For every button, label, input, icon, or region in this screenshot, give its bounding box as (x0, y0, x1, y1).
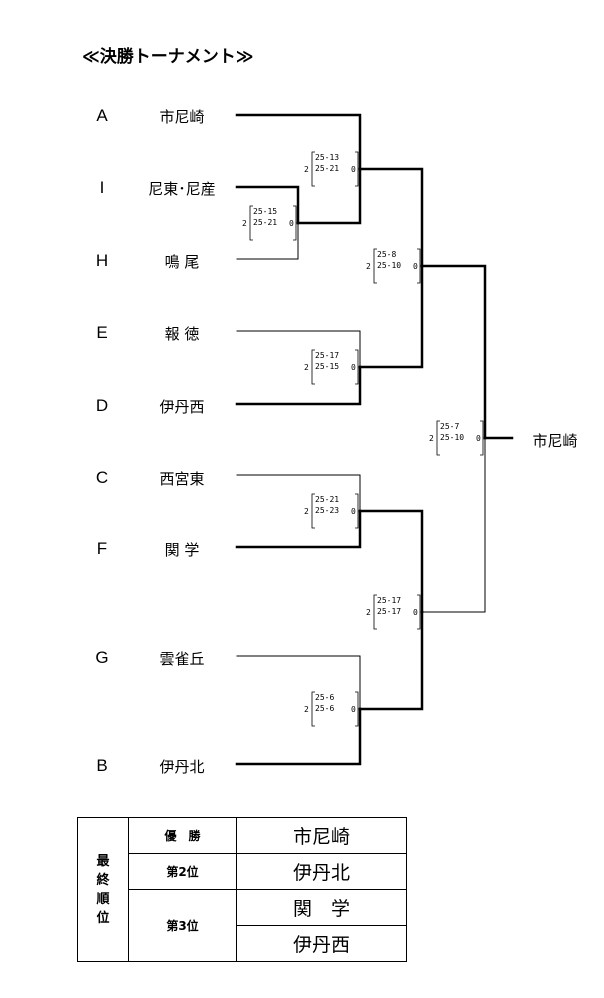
right-sets: 0 (351, 165, 356, 174)
left-sets: 2 (304, 363, 309, 372)
bracket-line (236, 330, 361, 368)
seed-letter: G (95, 648, 109, 667)
score-bracket (311, 493, 359, 529)
match-score-box: 2 25-17 25-17 0 (366, 594, 421, 630)
bracket-line (235, 365, 362, 406)
match-score-box: 2 25-7 25-10 0 (429, 420, 484, 456)
right-sets: 0 (476, 434, 481, 443)
right-sets: 0 (289, 219, 294, 228)
team-name: 尼東･尼産 (148, 180, 216, 198)
set-score: 25-15 (315, 362, 339, 371)
ranking-team: 伊丹西 (236, 925, 407, 962)
ranking-row: 伊丹西 (78, 925, 407, 962)
bracket-line (358, 167, 424, 268)
set-score: 25-21 (315, 495, 339, 504)
match-score-box: 2 25-13 25-21 0 (304, 151, 359, 187)
score-bracket (373, 248, 421, 284)
seed-letter: H (95, 251, 109, 270)
score-bracket (249, 205, 297, 241)
final-ranking-table: 最終順位 優 勝 市尼崎 第2位 伊丹北 第3位 関 学 伊丹西 (77, 817, 407, 962)
set-score: 25-10 (377, 261, 401, 270)
match-score-box: 2 25-21 25-23 0 (304, 493, 359, 529)
score-bracket (311, 691, 359, 727)
bracket-line (235, 707, 362, 766)
seed-letter: D (95, 396, 109, 415)
team-name: 西宮東 (159, 470, 205, 488)
seed-letter: A (96, 106, 108, 125)
match-score-box: 2 25-8 25-10 0 (366, 248, 421, 284)
bracket-line (236, 474, 361, 512)
bracket-line (235, 509, 362, 549)
left-sets: 2 (304, 507, 309, 516)
set-score: 25-10 (440, 433, 464, 442)
set-score: 25-21 (253, 218, 277, 227)
left-sets: 2 (429, 434, 434, 443)
score-bracket (311, 151, 359, 187)
seed-letter: B (96, 756, 108, 775)
bracket-line (296, 167, 362, 225)
bracket-line (236, 222, 299, 260)
team-name: 鳴 尾 (164, 253, 200, 271)
set-score: 25-21 (315, 164, 339, 173)
right-sets: 0 (413, 262, 418, 271)
ranking-position: 第2位 (128, 853, 237, 890)
left-sets: 2 (366, 608, 371, 617)
bracket-line (236, 655, 361, 710)
page-title: ≪決勝トーナメント≫ (82, 47, 254, 67)
bracket-line (420, 264, 487, 440)
left-sets: 2 (366, 262, 371, 271)
champion-name: 市尼崎 (532, 432, 578, 450)
ranking-team: 関 学 (236, 889, 407, 926)
team-name: 伊丹西 (159, 398, 205, 416)
bracket-line (358, 509, 424, 614)
set-score: 25-17 (377, 596, 401, 605)
ranking-position: 優 勝 (128, 817, 237, 854)
set-score: 25-17 (315, 351, 339, 360)
seed-letter: E (96, 323, 108, 342)
left-sets: 2 (304, 165, 309, 174)
team-name: 雲雀丘 (159, 650, 205, 668)
seed-letter: F (96, 539, 108, 558)
bracket-line (421, 437, 486, 613)
bracket-line (235, 113, 362, 171)
bracket-line (358, 264, 424, 369)
seed-letter: I (99, 178, 105, 197)
set-score: 25-23 (315, 506, 339, 515)
ranking-team: 市尼崎 (236, 817, 407, 854)
ranking-header: 最終順位 (77, 817, 129, 962)
score-bracket (311, 349, 359, 385)
right-sets: 0 (413, 608, 418, 617)
ranking-team: 伊丹北 (236, 853, 407, 890)
seed-letter: C (95, 468, 109, 487)
score-bracket (373, 594, 421, 630)
team-name: 関 学 (164, 541, 200, 559)
left-sets: 2 (242, 219, 247, 228)
score-bracket (436, 420, 484, 456)
ranking-position: 第3位 (128, 889, 237, 962)
team-name: 報 徳 (164, 325, 200, 343)
set-score: 25-13 (315, 153, 339, 162)
left-sets: 2 (304, 705, 309, 714)
right-sets: 0 (351, 507, 356, 516)
set-score: 25-7 (440, 422, 459, 431)
right-sets: 0 (351, 705, 356, 714)
bracket-line (235, 185, 300, 225)
set-score: 25-15 (253, 207, 277, 216)
match-score-box: 2 25-17 25-15 0 (304, 349, 359, 385)
ranking-row: 第2位 伊丹北 (78, 853, 407, 890)
ranking-header-text: 最終順位 (96, 853, 110, 926)
team-name: 伊丹北 (159, 758, 205, 776)
ranking-row: 最終順位 優 勝 市尼崎 (77, 817, 407, 962)
set-score: 25-6 (315, 704, 334, 713)
match-score-box: 2 25-15 25-21 0 (242, 205, 297, 241)
set-score: 25-6 (315, 693, 334, 702)
team-name: 市尼崎 (159, 108, 205, 126)
match-score-box: 2 25-6 25-6 0 (304, 691, 359, 727)
set-score: 25-17 (377, 607, 401, 616)
right-sets: 0 (351, 363, 356, 372)
set-score: 25-8 (377, 250, 396, 259)
bracket-line (358, 610, 424, 711)
